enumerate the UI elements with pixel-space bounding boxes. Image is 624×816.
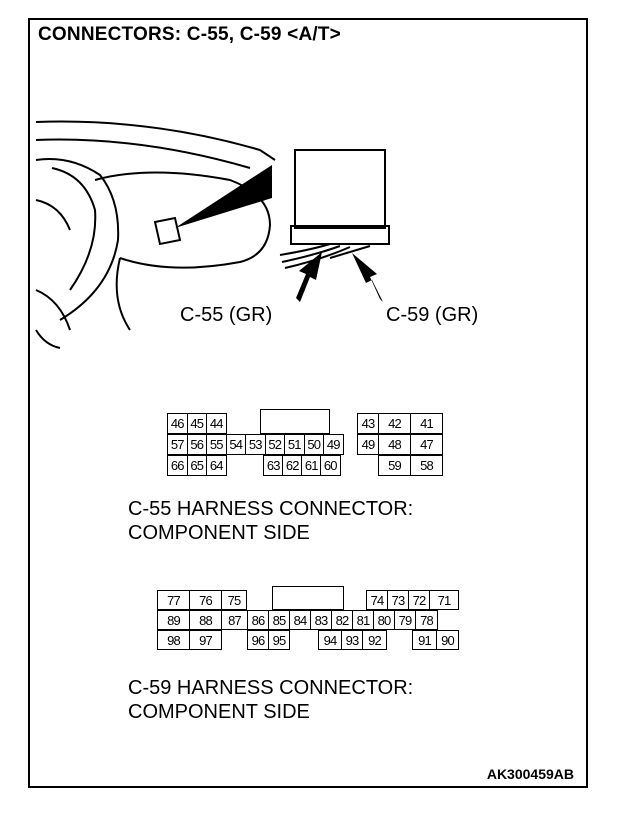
c55-callout-label: C-55 (GR)	[180, 304, 273, 326]
pin-cell: 71	[429, 590, 459, 610]
pin-cell: 96	[247, 630, 269, 650]
pin-cell: 61	[301, 455, 322, 476]
pin-cell: 58	[410, 455, 443, 476]
pin-cell: 56	[186, 434, 207, 455]
pin-cell: 42	[378, 413, 411, 434]
pin-cell: 44	[206, 413, 227, 434]
pin-cell: 84	[289, 610, 311, 630]
pin-cell: 43	[357, 413, 379, 434]
pin-cell: 76	[189, 590, 222, 610]
pin-cell: 51	[284, 434, 305, 455]
pin-cell: 41	[410, 413, 443, 434]
pin-cell: 77	[157, 590, 190, 610]
pin-cell: 78	[415, 610, 438, 630]
page-title: CONNECTORS: C-55, C-59 <A/T>	[38, 24, 341, 45]
pin-cell: 49	[357, 434, 379, 455]
pin-cell: 87	[221, 610, 248, 630]
pin-cell: 73	[387, 590, 409, 610]
pin-cell: 45	[186, 413, 207, 434]
pin-cell: 75	[221, 590, 247, 610]
pin-cell: 62	[282, 455, 303, 476]
pin-cell: 95	[268, 630, 290, 650]
c55-caption-line2: COMPONENT SIDE	[128, 522, 310, 544]
pin-cell: 80	[373, 610, 395, 630]
pin-cell: 54	[225, 434, 246, 455]
pin-cell: 81	[352, 610, 374, 630]
pin-cell: 65	[186, 455, 207, 476]
pin-cell: 83	[310, 610, 332, 630]
c55-caption-line1: C-55 HARNESS CONNECTOR:	[128, 498, 414, 520]
pin-cell: 97	[189, 630, 222, 650]
c59-caption-line1: C-59 HARNESS CONNECTOR:	[128, 677, 414, 699]
pin-cell: 57	[167, 434, 188, 455]
pin-cell: 55	[206, 434, 227, 455]
pin-cell: 52	[264, 434, 285, 455]
pin-cell: 64	[206, 455, 227, 476]
pin-cell: 74	[366, 590, 388, 610]
pin-cell: 46	[167, 413, 188, 434]
pin-cell: 50	[303, 434, 324, 455]
c59-caption-line2: COMPONENT SIDE	[128, 701, 310, 723]
pin-cell: 49	[323, 434, 344, 455]
pin-cell: 91	[412, 630, 437, 650]
pin-cell: 88	[189, 610, 222, 630]
connector-key-block	[260, 409, 330, 434]
pin-cell: 72	[408, 590, 430, 610]
pin-cell: 89	[157, 610, 190, 630]
figure-frame	[28, 18, 588, 788]
c59-callout-label: C-59 (GR)	[386, 304, 479, 326]
figure-code: AK300459AB	[486, 766, 574, 782]
pin-cell: 85	[268, 610, 290, 630]
pin-cell: 53	[245, 434, 266, 455]
pin-cell: 60	[320, 455, 341, 476]
pin-cell: 66	[167, 455, 188, 476]
pin-cell: 82	[331, 610, 353, 630]
pin-cell: 79	[394, 610, 416, 630]
pin-cell: 93	[341, 630, 363, 650]
pin-cell: 48	[378, 434, 411, 455]
pin-cell: 63	[263, 455, 284, 476]
pin-cell: 98	[157, 630, 190, 650]
pin-cell: 47	[410, 434, 443, 455]
pin-cell: 86	[247, 610, 269, 630]
pin-cell: 59	[378, 455, 411, 476]
pin-cell: 94	[318, 630, 342, 650]
pin-cell: 92	[362, 630, 387, 650]
pin-cell: 90	[436, 630, 459, 650]
connector-key-block	[272, 586, 344, 610]
